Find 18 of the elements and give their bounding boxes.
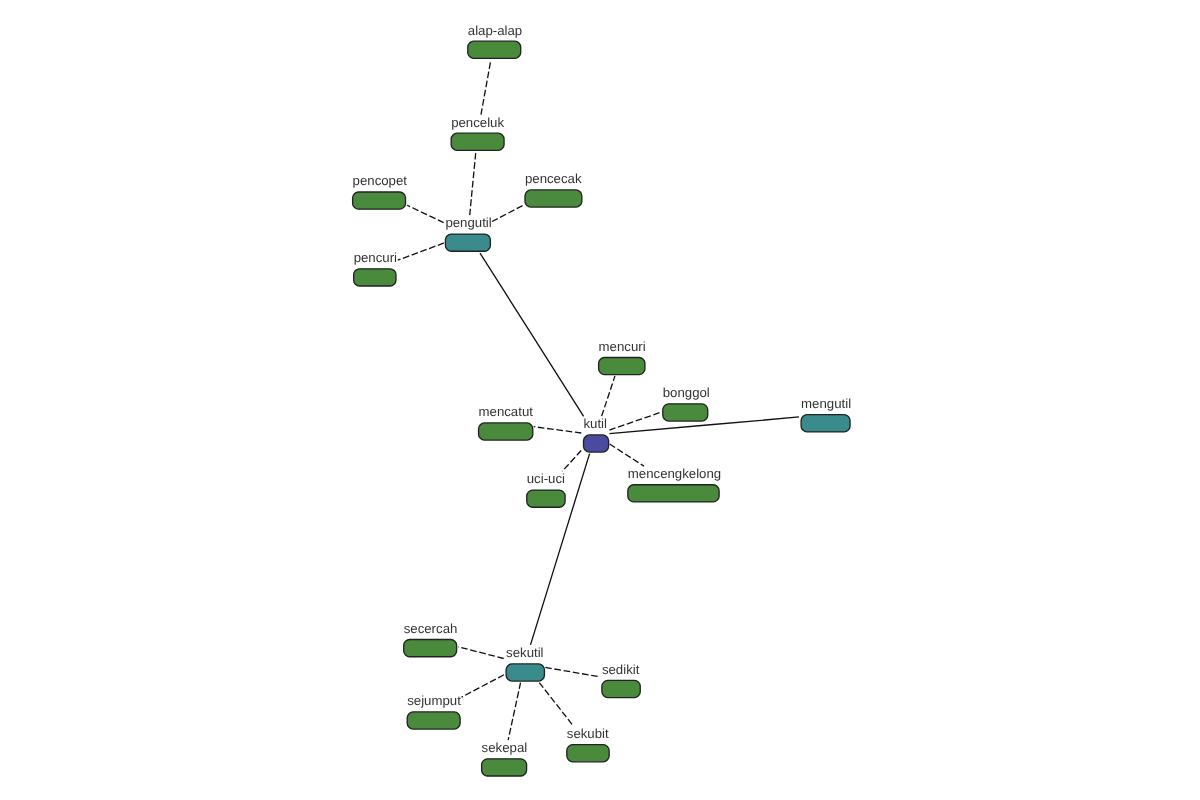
connector: [506, 682, 521, 741]
connector: [607, 411, 661, 431]
connector: [468, 151, 476, 216]
connector: [405, 204, 444, 224]
connector: [396, 242, 444, 261]
connector: [531, 426, 581, 434]
connector: [456, 646, 504, 660]
connector: [478, 252, 584, 417]
connector: [543, 666, 600, 678]
connector: [560, 449, 581, 473]
connector: [607, 416, 799, 435]
connector: [607, 443, 644, 467]
connector: [528, 452, 590, 646]
connector: [599, 375, 615, 417]
connector: [537, 681, 573, 727]
connector: [490, 204, 523, 223]
connector: [479, 59, 491, 116]
connector: [459, 674, 504, 698]
